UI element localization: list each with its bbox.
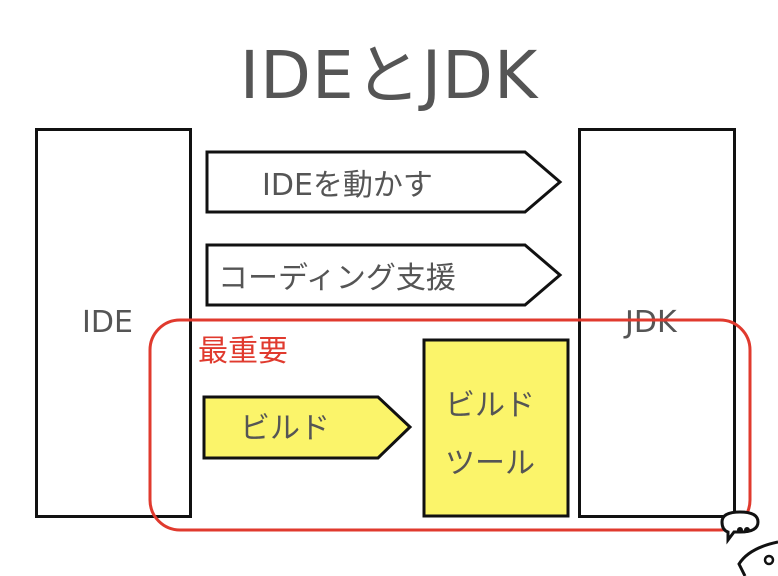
speech-bubble-icon: [720, 510, 760, 545]
arrow-build-label: ビルド: [240, 411, 330, 446]
character-icon: [737, 540, 778, 576]
ide-label: IDE: [82, 305, 133, 340]
build-tool-box: [422, 338, 570, 518]
arrow-coding-support-label: コーディング支援: [218, 261, 456, 296]
arrow-run-ide-label: IDEを動かす: [262, 168, 433, 203]
page-title: IDEとJDK: [239, 37, 539, 114]
highlight-outline: [148, 318, 752, 532]
character-eye-icon: [763, 554, 775, 566]
build-tool-label-2: ツール: [445, 446, 535, 481]
jdk-label: JDK: [625, 305, 677, 340]
highlight-label: 最重要: [198, 334, 288, 369]
arrow-build: [202, 395, 413, 460]
build-tool-label-1: ビルド: [445, 388, 535, 423]
arrow-coding-support: [205, 243, 563, 307]
arrow-run-ide: [205, 150, 563, 214]
